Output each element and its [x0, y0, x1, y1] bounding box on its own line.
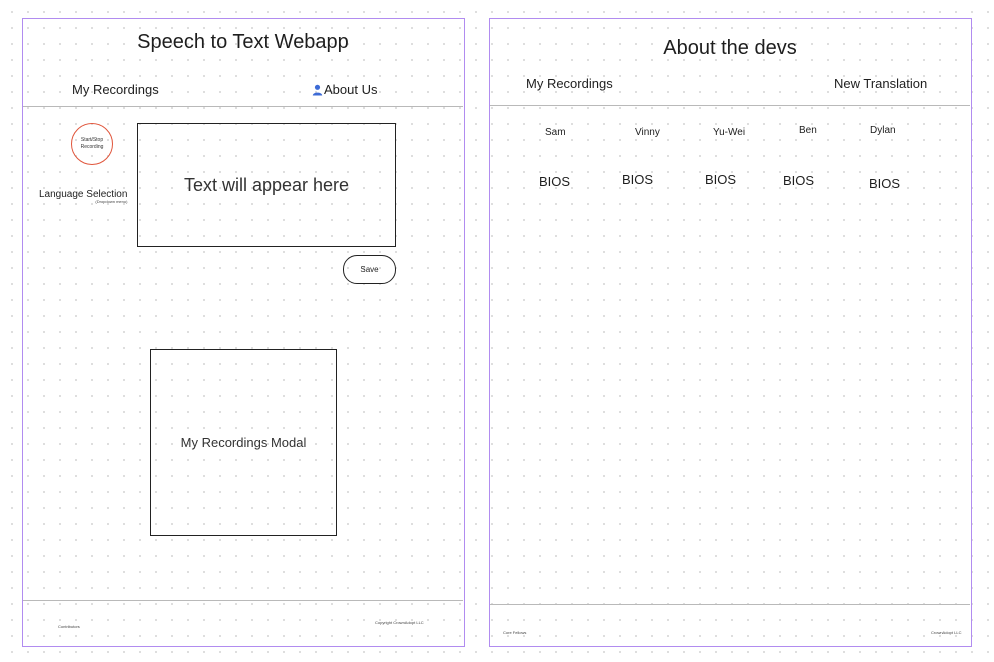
dev-bio-dylan: BIOS [869, 176, 901, 191]
footer-contributors[interactable]: Contributors [58, 624, 80, 629]
page-title: Speech to Text Webapp [137, 31, 349, 53]
dev-bio-ben: BIOS [783, 173, 815, 188]
header-divider [23, 106, 463, 107]
dev-bio-sam: BIOS [539, 174, 571, 189]
nav-new-translation[interactable]: New Translation [834, 76, 928, 91]
dev-name-dylan: Dylan [870, 125, 896, 136]
start-stop-recording-button[interactable]: Start/Stop Recording [71, 123, 113, 165]
dev-bio-yu-wei: BIOS [705, 172, 737, 187]
footer-copyright: Copyright CrownAdopt LLC [375, 620, 424, 625]
nav-my-recordings[interactable]: My Recordings [526, 76, 613, 91]
footer-core-fellows[interactable]: Core Fellows [503, 630, 527, 635]
language-selection-dropdown[interactable]: Language Selection (Dropdown menu) [39, 189, 127, 204]
my-recordings-modal: My Recordings Modal [150, 349, 337, 536]
speech-to-text-frame: Speech to Text Webapp My Recordings Abou… [22, 18, 465, 647]
user-icon [312, 84, 323, 95]
about-the-devs-frame: About the devs My Recordings New Transla… [489, 18, 972, 647]
language-selection-label: Language Selection [39, 189, 128, 200]
record-button-line1: Start/Stop [80, 137, 104, 143]
dev-name-sam: Sam [545, 127, 566, 138]
about-title: About the devs [663, 37, 797, 59]
footer-divider [490, 604, 970, 605]
nav-about-us[interactable]: About Us [312, 82, 377, 97]
nav-my-recordings[interactable]: My Recordings [72, 82, 159, 97]
nav-about-us-label: About Us [324, 82, 378, 97]
save-button[interactable]: Save [343, 255, 396, 284]
header-divider [490, 105, 970, 106]
dev-name-ben: Ben [799, 125, 817, 136]
footer-company: CrownAdopt LLC [931, 630, 962, 635]
record-button-line2: Recording [80, 144, 104, 150]
dev-bio-vinny: BIOS [622, 172, 654, 187]
dev-name-vinny: Vinny [635, 127, 660, 138]
footer-divider [23, 600, 463, 601]
dev-name-yu-wei: Yu-Wei [713, 127, 746, 138]
language-selection-hint: (Dropdown menu) [95, 199, 128, 204]
transcription-text-area[interactable]: Text will appear here [137, 123, 396, 247]
